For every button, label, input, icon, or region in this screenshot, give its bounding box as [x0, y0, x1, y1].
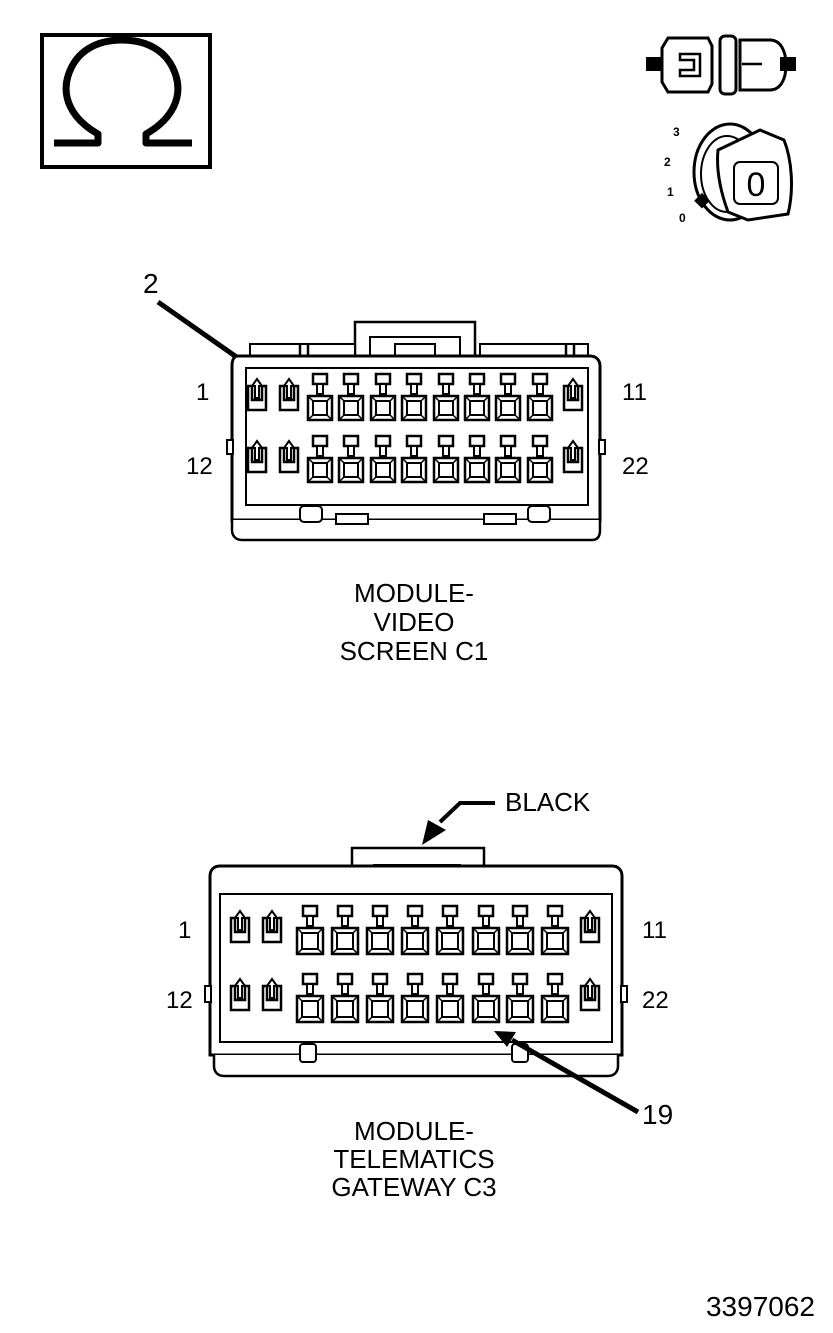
- c3-pin-label-1: 1: [178, 917, 191, 944]
- c1-pins-pin-21: [526, 434, 554, 484]
- c3-pin-cavities: [229, 904, 601, 1024]
- c1-pins-pin-13: [278, 439, 300, 474]
- c3-callout-label: 19: [642, 1099, 673, 1130]
- c3-pins-pin-5: [365, 904, 395, 956]
- connector-c3: BLACK 19 1 11 12 22: [166, 787, 673, 1202]
- c3-pins-pin-15: [330, 972, 360, 1024]
- c3-pins-pin-4: [330, 904, 360, 956]
- c1-pins-pin-3: [306, 372, 334, 422]
- c3-pins-pin-11: [579, 909, 601, 944]
- c3-pins-pin-8: [471, 904, 501, 956]
- figure-number: 3397062: [706, 1291, 815, 1322]
- ignition-key-label: 0: [747, 166, 766, 204]
- c3-title-line-2: TELEMATICS: [333, 1144, 494, 1174]
- ignition-position-0: 0: [679, 211, 686, 225]
- c1-pins-pin-11: [562, 377, 584, 412]
- c1-pin-label-11: 11: [622, 379, 647, 406]
- c1-pins-pin-7: [432, 372, 460, 422]
- c3-title-line-3: GATEWAY C3: [331, 1172, 496, 1202]
- c1-pin-label-12: 12: [186, 453, 213, 480]
- c1-pins-pin-20: [494, 434, 522, 484]
- c1-pins-pin-22: [562, 439, 584, 474]
- c1-pin-label-1: 1: [196, 379, 209, 406]
- c3-pins-pin-14: [295, 972, 325, 1024]
- c3-pins-pin-18: [435, 972, 465, 1024]
- c1-pin-label-22: 22: [622, 453, 649, 480]
- c1-title-line-1: MODULE-: [354, 578, 474, 608]
- c1-callout-label: 2: [143, 268, 159, 299]
- c1-pins-pin-19: [463, 434, 491, 484]
- c1-pins-pin-5: [369, 372, 397, 422]
- c3-pins-pin-10: [540, 904, 570, 956]
- c1-pins-pin-15: [337, 434, 365, 484]
- c1-pins-pin-18: [432, 434, 460, 484]
- c3-pin-label-11: 11: [642, 917, 667, 944]
- c1-pin-cavities: [246, 372, 584, 484]
- c1-pins-pin-17: [400, 434, 428, 484]
- c3-pins-pin-16: [365, 972, 395, 1024]
- c3-pins-pin-12: [229, 977, 251, 1012]
- connector-disconnect-icon: [646, 34, 796, 96]
- c3-pin-label-22: 22: [642, 987, 669, 1014]
- ignition-position-1: 1: [667, 185, 674, 199]
- ignition-key-icon: 3 2 1 0 0: [664, 122, 793, 225]
- c3-pins-pin-19: [471, 972, 501, 1024]
- c1-pins-pin-6: [400, 372, 428, 422]
- c1-title-line-3: SCREEN C1: [340, 636, 489, 666]
- c3-pins-pin-7: [435, 904, 465, 956]
- c3-pins-pin-3: [295, 904, 325, 956]
- c3-pins-pin-9: [505, 904, 535, 956]
- c1-pins-pin-16: [369, 434, 397, 484]
- ignition-position-2: 2: [664, 155, 671, 169]
- c3-pins-pin-22: [579, 977, 601, 1012]
- c1-pins-pin-8: [463, 372, 491, 422]
- c3-pins-pin-6: [400, 904, 430, 956]
- c3-pin-label-12: 12: [166, 987, 193, 1014]
- c1-title-line-2: VIDEO: [374, 607, 455, 637]
- c1-pins-pin-14: [306, 434, 334, 484]
- c1-pins-pin-4: [337, 372, 365, 422]
- c3-pins-pin-17: [400, 972, 430, 1024]
- c3-pins-pin-1: [229, 909, 251, 944]
- c3-pins-pin-21: [540, 972, 570, 1024]
- c3-pins-pin-13: [261, 977, 283, 1012]
- c1-pins-pin-2: [278, 377, 300, 412]
- c3-pins-pin-2: [261, 909, 283, 944]
- c3-pins-pin-20: [505, 972, 535, 1024]
- ignition-position-3: 3: [673, 125, 680, 139]
- c3-color-label: BLACK: [505, 787, 591, 817]
- ohm-icon: [40, 33, 212, 169]
- c1-pins-pin-1: [246, 377, 268, 412]
- connector-c1: 2 1 11 12 22 MODULE- VIDEO SCREEN: [143, 268, 649, 666]
- c1-pins-pin-10: [526, 372, 554, 422]
- c1-pins-pin-9: [494, 372, 522, 422]
- c3-title-line-1: MODULE-: [354, 1116, 474, 1146]
- c1-pins-pin-12: [246, 439, 268, 474]
